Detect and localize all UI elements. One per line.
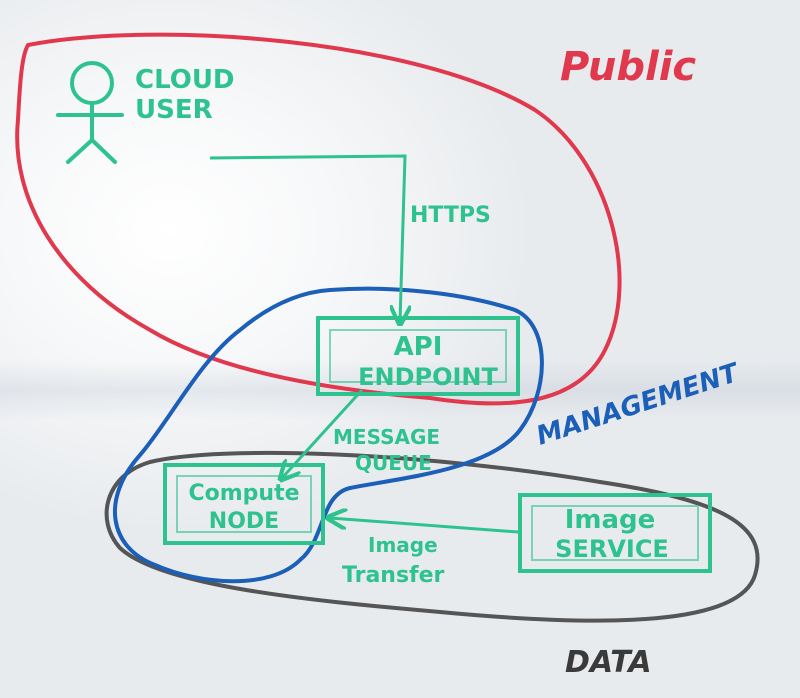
api-endpoint-label-line2: ENDPOINT [358,363,498,391]
user-icon [56,61,124,164]
data-zone-boundary [104,450,760,623]
image-service-box [518,493,712,573]
image-transfer-label-line2: Transfer [342,563,445,588]
management-zone-boundary [113,286,544,584]
api-endpoint-label-line1: API [394,332,443,362]
https-label: HTTPS [410,203,491,228]
message-queue-label-line1: MESSAGE [333,425,440,449]
image-transfer-label-line1: Image [368,533,438,557]
api-endpoint-box [316,316,520,396]
whiteboard-glare [0,360,800,420]
compute-node-label-line2: NODE [209,509,279,534]
cloud-user-label-line2: USER [135,95,213,125]
public-zone-label: Public [560,44,696,90]
management-zone-label: MANAGEMENT [533,357,744,451]
image-transfer-connector [330,518,519,534]
image-service-label-line1: Image [565,505,656,535]
cloud-user-label-line1: CLOUD [135,65,235,95]
compute-node-box [163,463,325,545]
message-queue-label-line2: QUEUE [355,451,432,475]
public-zone-boundary [15,32,622,406]
image-service-label-line2: SERVICE [555,535,669,563]
compute-node-label-line1: Compute [188,481,299,506]
https-connector [209,154,405,322]
data-zone-label: DATA [565,645,652,680]
